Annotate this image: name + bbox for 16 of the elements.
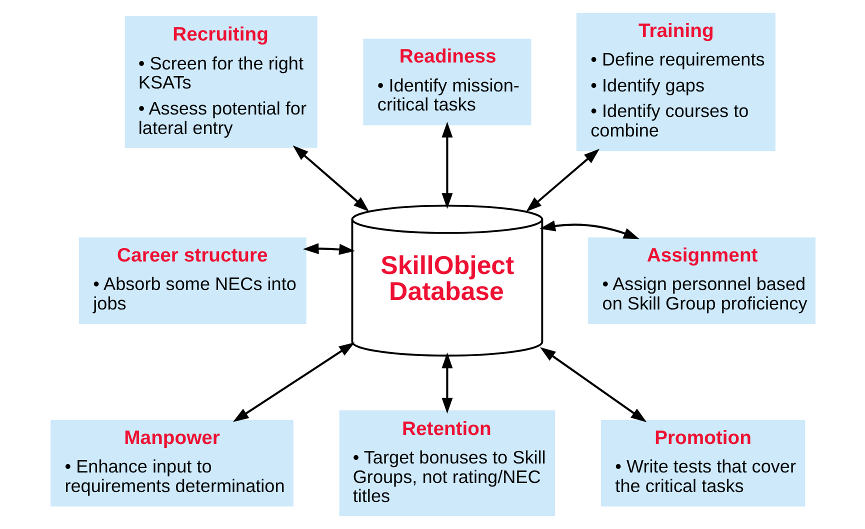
arrow	[441, 122, 452, 209]
arrow	[441, 352, 452, 414]
node-box: Readiness • Identify mission-critical tasks	[362, 38, 531, 126]
node-box: Assignment • Assign personnel based on Skill Group proficiency	[588, 237, 815, 324]
arrow	[526, 148, 600, 212]
node-box: Recruiting • Screen for the right KSATs • Assess potential for lateral entry	[124, 16, 317, 148]
node-box: Career structure • Absorb some NECs into jobs	[78, 237, 306, 324]
node-box: Manpower • Enhance input to requirements determination	[50, 420, 293, 506]
node-box: Training • Define requirements • Identify gaps • Identify courses to combine	[576, 12, 775, 152]
arrow	[539, 347, 646, 422]
arrow	[232, 342, 354, 422]
arrow	[292, 145, 369, 212]
arrow	[539, 220, 639, 240]
node-box: Retention • Target bonuses to Skill Groups, not rating/NEC titles	[338, 410, 555, 516]
node-box: Promotion • Write tests that cover the critical tasks	[600, 420, 805, 506]
arrow	[302, 243, 354, 255]
